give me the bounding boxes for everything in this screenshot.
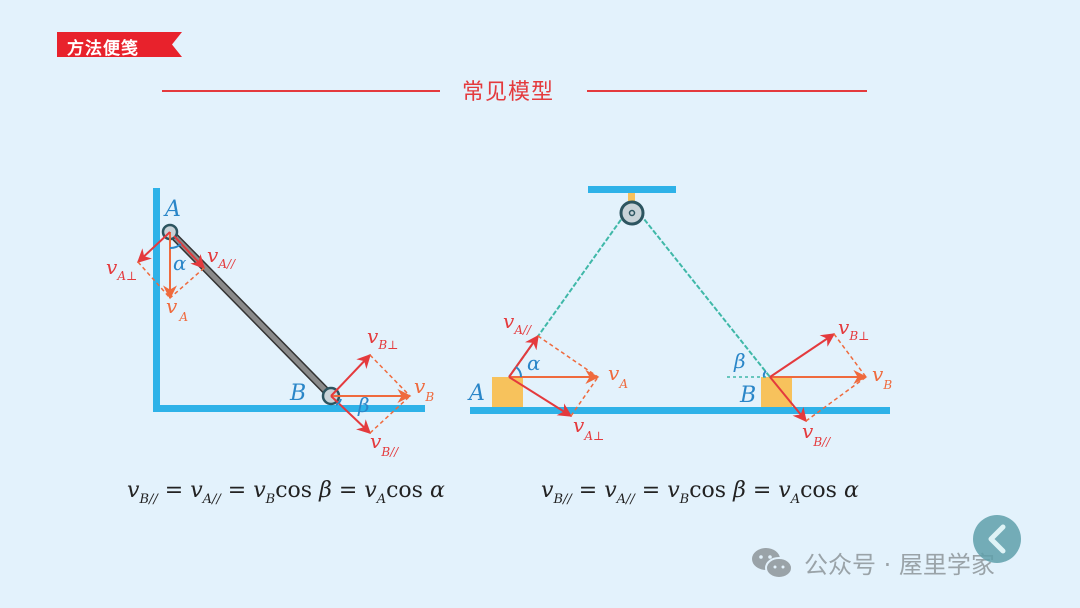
wall	[153, 188, 160, 412]
label-beta: β	[357, 393, 370, 417]
label-b-right: B	[739, 383, 756, 408]
pulley	[619, 200, 645, 226]
vector-va-par	[173, 235, 205, 270]
floor	[153, 405, 425, 412]
wechat-icon	[752, 547, 793, 579]
floor-right	[470, 407, 890, 414]
formula-right: vB// = vA// = vBcos β = vAcos α	[541, 478, 859, 507]
label-va-par-right: vA//	[503, 309, 533, 337]
vector-va-perp-right	[508, 376, 573, 417]
angle-alpha-arc-right	[515, 366, 523, 378]
vector-vb-perp-right	[769, 333, 836, 378]
watermark-text: 公众号 · 屋里学家	[804, 551, 995, 579]
watermark: 公众号 · 屋里学家	[750, 545, 995, 580]
rope-right	[639, 213, 771, 378]
vector-va-perp	[136, 231, 171, 263]
label-va-perp-right: vA⊥	[573, 413, 604, 443]
back-button[interactable]	[973, 515, 1021, 563]
title-divider-right	[587, 90, 867, 92]
title-divider-left	[162, 90, 440, 92]
ceiling	[588, 186, 676, 193]
label-vb-right: vB	[872, 362, 892, 392]
label-a: A	[163, 197, 181, 222]
label-vb-perp: vB⊥	[367, 324, 398, 352]
label-vb-perp-right: vB⊥	[838, 315, 869, 343]
block-b	[761, 377, 792, 407]
angle-beta-arc-right	[762, 370, 767, 378]
vector-va-par-right	[508, 334, 539, 378]
ribbon-shape	[57, 32, 182, 57]
rope-left	[508, 213, 626, 378]
label-a-right: A	[467, 381, 485, 406]
label-b: B	[289, 381, 306, 406]
section-title: 常见模型	[462, 80, 555, 105]
label-vb-par-right: vB//	[802, 419, 832, 449]
angle-alpha-arc	[169, 243, 182, 249]
label-vb: vB	[414, 374, 434, 404]
vector-vb-par-right	[769, 376, 807, 423]
formula-left: vB// = vA// = vBcos β = vAcos α	[127, 478, 445, 507]
label-alpha-right: α	[527, 351, 541, 375]
block-a	[492, 377, 523, 407]
label-va-par: vA//	[207, 243, 237, 271]
label-va-right: vA	[608, 361, 628, 391]
chevron-left-icon	[988, 524, 1006, 554]
label-alpha: α	[173, 251, 187, 275]
label-vb-par: vB//	[370, 429, 400, 459]
label-beta-right: β	[733, 349, 746, 373]
tag-label: 方法便笺	[67, 39, 139, 59]
method-note-tag: 方法便笺	[57, 32, 182, 59]
label-va-perp: vA⊥	[106, 255, 137, 283]
angle-beta-arc	[335, 398, 342, 406]
vector-vb-perp	[330, 353, 371, 397]
right-diagram: A B α β vA// vA vA⊥ vB⊥ vB vB//	[467, 186, 892, 449]
vector-vb-par	[330, 395, 372, 434]
